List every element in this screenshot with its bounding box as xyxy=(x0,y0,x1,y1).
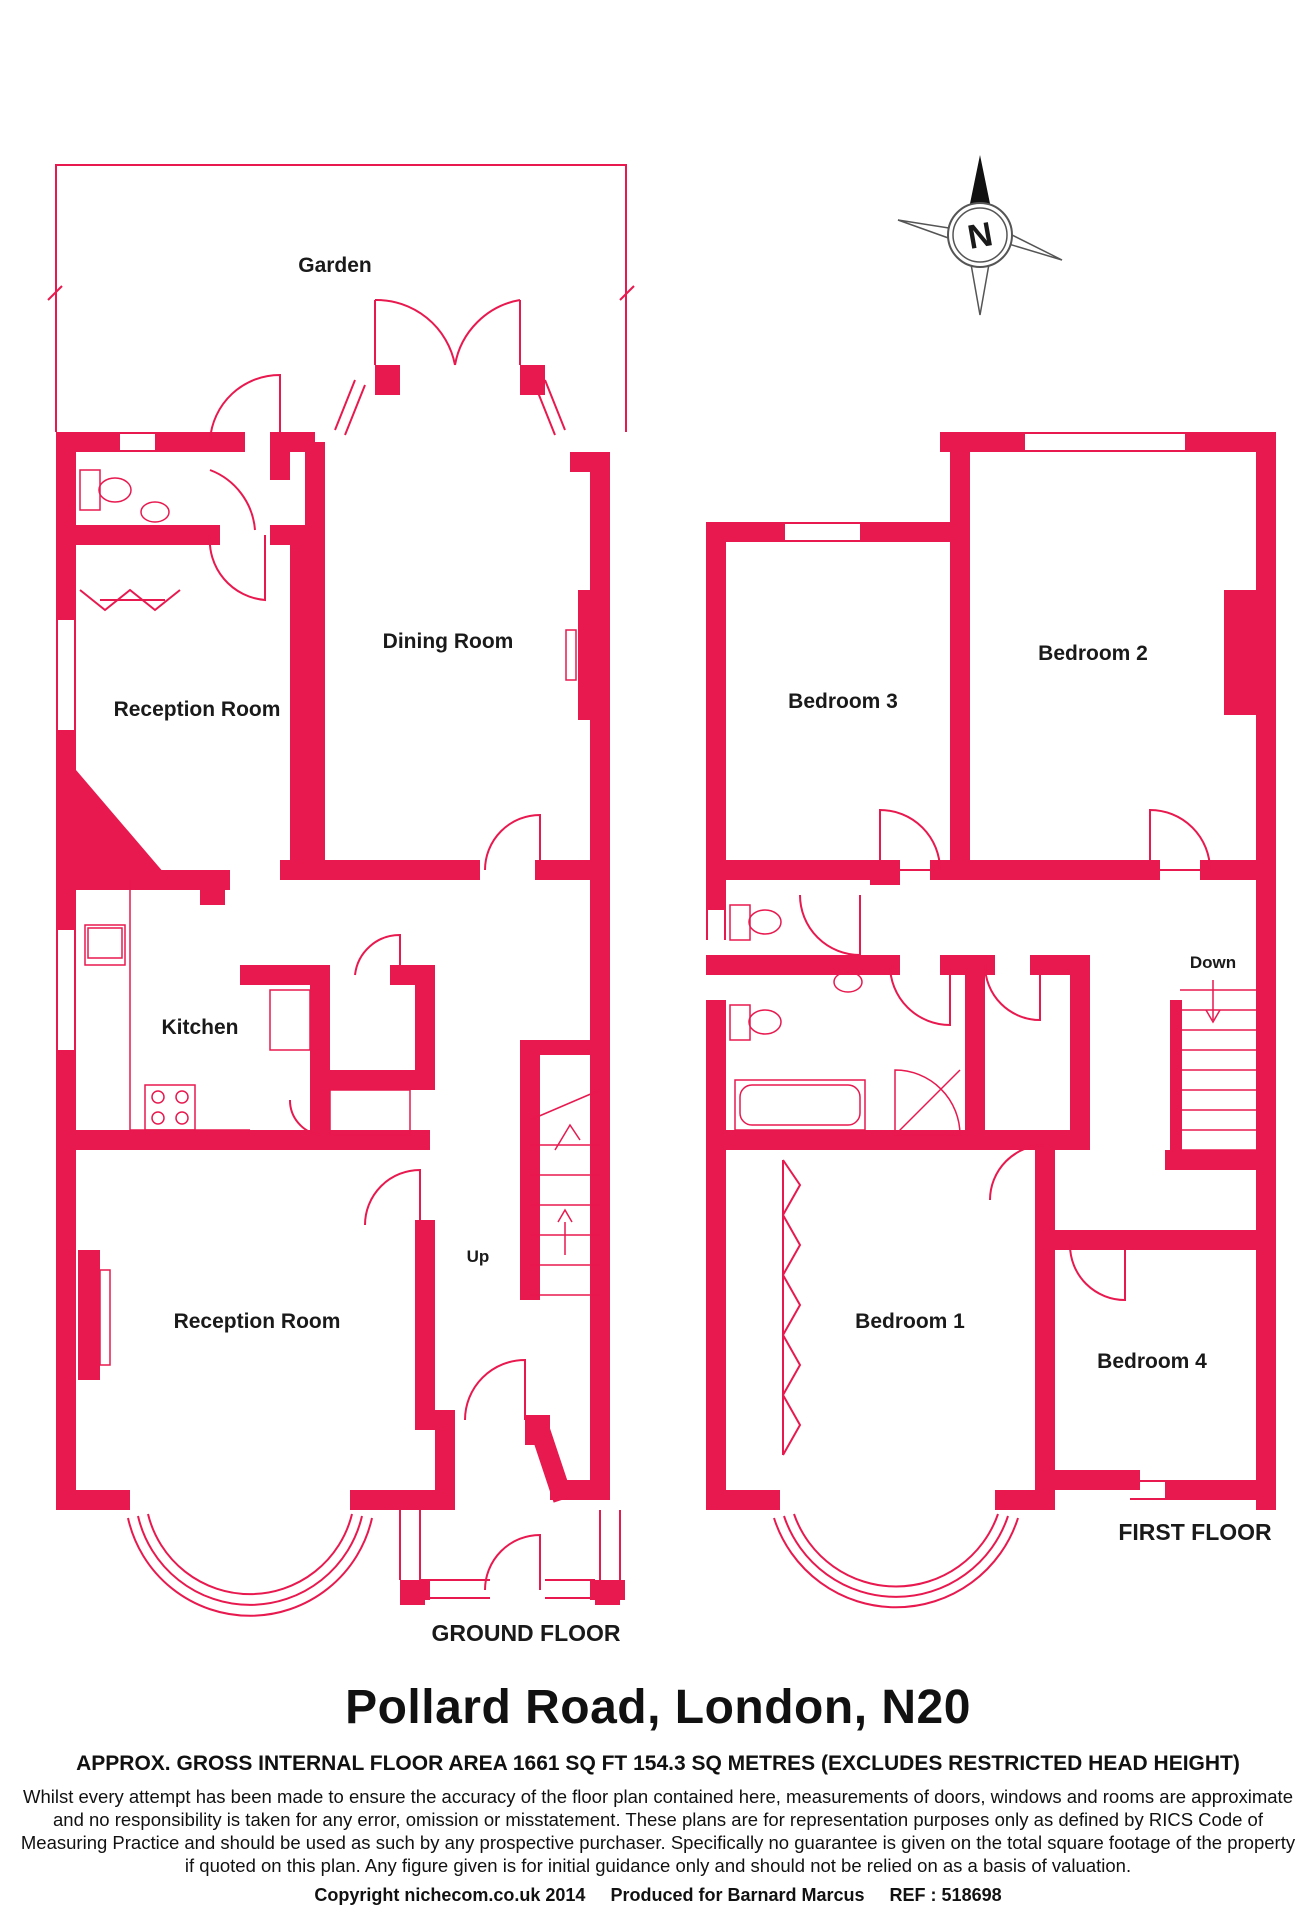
bedroom-3-label: Bedroom 3 xyxy=(788,690,898,713)
bedroom-2-label: Bedroom 2 xyxy=(1038,642,1148,665)
stairs-down-label: Down xyxy=(1190,953,1236,972)
first-floor-label: FIRST FLOOR xyxy=(1118,1519,1272,1545)
bedroom-1-label: Bedroom 1 xyxy=(855,1310,965,1333)
kitchen-fittings xyxy=(79,469,577,1366)
bathroom-fittings xyxy=(729,904,961,1136)
dining-bay-window xyxy=(334,379,566,436)
garden-boundary xyxy=(47,164,635,432)
disclaimer-text: Whilst every attempt has been made to en… xyxy=(20,1786,1296,1876)
stairs-up-label: Up xyxy=(467,1247,490,1266)
reception-room-front-label: Reception Room xyxy=(174,1310,341,1333)
credits-line: Copyright nichecom.co.uk 2014 Produced f… xyxy=(0,1885,1316,1906)
reference-number: REF : 518698 xyxy=(889,1885,1002,1905)
first-floor-walls xyxy=(706,432,1276,1510)
ground-bay-window xyxy=(127,1513,373,1617)
copyright-text: Copyright nichecom.co.uk 2014 xyxy=(314,1885,586,1905)
reception-room-rear-label: Reception Room xyxy=(114,698,281,721)
floor-area-summary: APPROX. GROSS INTERNAL FLOOR AREA 1661 S… xyxy=(76,1752,1240,1775)
first-floor-solid xyxy=(870,590,1256,1170)
ground-stairs xyxy=(529,1089,601,1296)
produced-for-text: Produced for Barnard Marcus xyxy=(610,1885,865,1905)
first-doors xyxy=(781,808,1212,1456)
property-title: Pollard Road, London, N20 xyxy=(345,1681,971,1734)
ground-windows xyxy=(56,432,621,1599)
first-windows xyxy=(706,432,1195,1500)
ground-floor-label: GROUND FLOOR xyxy=(431,1620,620,1646)
compass-icon: N xyxy=(897,155,1063,316)
bedroom-4-label: Bedroom 4 xyxy=(1097,1350,1207,1373)
first-stairs xyxy=(1180,980,1256,1151)
ground-floor-solid xyxy=(76,365,620,1605)
floor-plan-drawing: N Garden Dining Room Reception Room Kitc… xyxy=(47,155,1276,1646)
ground-doors xyxy=(79,298,541,1591)
first-bay-window xyxy=(773,1513,1019,1609)
garden-label: Garden xyxy=(298,254,372,277)
kitchen-label: Kitchen xyxy=(161,1016,238,1039)
dining-room-label: Dining Room xyxy=(383,630,514,653)
